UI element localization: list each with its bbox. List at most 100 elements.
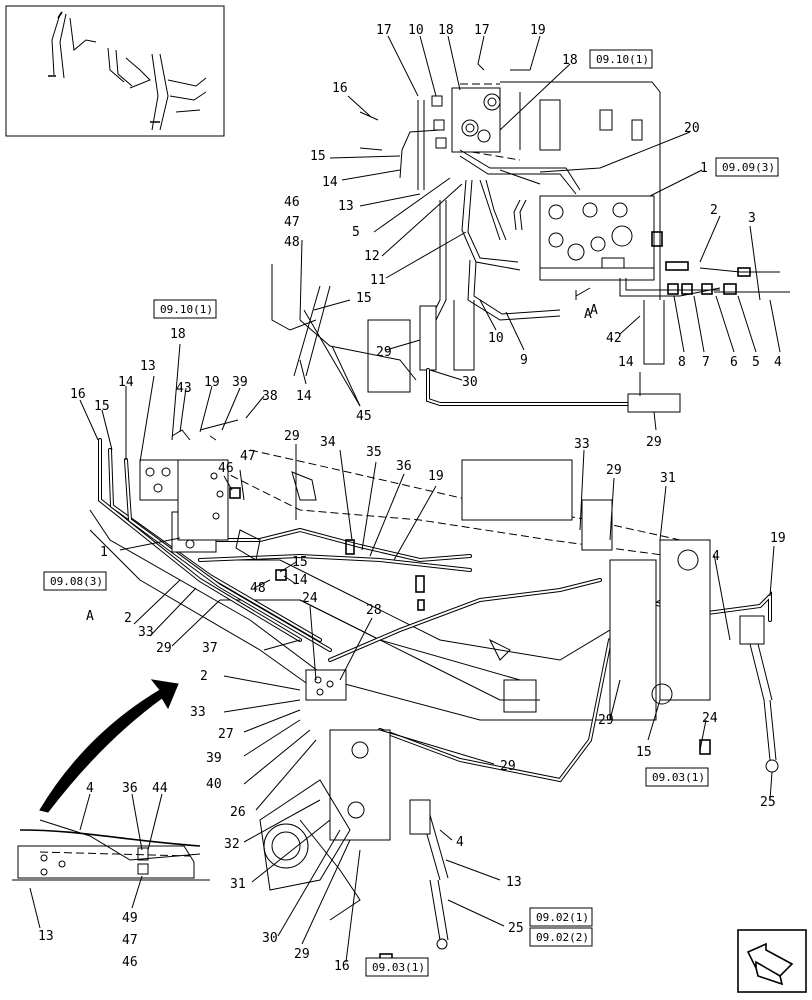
direction-arrow-icon xyxy=(39,679,179,813)
callout: 46 xyxy=(218,461,234,476)
callout: A xyxy=(86,609,94,624)
callout: 15 xyxy=(310,149,326,164)
callout: 20 xyxy=(684,121,700,136)
callout: 14 xyxy=(296,389,312,404)
callout: 15 xyxy=(292,555,308,570)
callout: 14 xyxy=(322,175,338,190)
callout: 19 xyxy=(530,23,546,38)
callout: 39 xyxy=(206,751,222,766)
callout: 40 xyxy=(206,777,222,792)
callout: 15 xyxy=(94,399,110,414)
callout: 34 xyxy=(320,435,336,450)
callout-labels: 17 10 18 17 19 18 16 20 15 1 14 13 5 2 3… xyxy=(38,23,786,974)
callout: 49 xyxy=(122,911,138,926)
hose-assembly-thumbnail-icon xyxy=(5,5,225,137)
callout: 14 xyxy=(118,375,134,390)
callout: 3 xyxy=(748,211,756,226)
svg-text:09.10(1): 09.10(1) xyxy=(160,303,213,316)
callout: 27 xyxy=(218,727,234,742)
reference-boxes: 09.10(1) 09.09(3) 09.10(1) 09.08(3) 09.0… xyxy=(43,49,779,977)
callout: 33 xyxy=(190,705,206,720)
callout: 2 xyxy=(200,669,208,684)
callout: 15 xyxy=(636,745,652,760)
callout: 29 xyxy=(156,641,172,656)
callout: 47 xyxy=(240,449,256,464)
callout: 17 xyxy=(376,23,392,38)
svg-text:09.09(3): 09.09(3) xyxy=(722,161,775,174)
callout: 16 xyxy=(70,387,86,402)
svg-text:09.10(1): 09.10(1) xyxy=(596,53,649,66)
callout: 25 xyxy=(760,795,776,810)
callout: 32 xyxy=(224,837,240,852)
callout: 30 xyxy=(262,931,278,946)
callout: 4 xyxy=(456,835,464,850)
callout: 44 xyxy=(152,781,168,796)
callout: 18 xyxy=(438,23,454,38)
callout: 10 xyxy=(408,23,424,38)
callout: 29 xyxy=(646,435,662,450)
callout: 33 xyxy=(574,437,590,452)
main-assembly xyxy=(89,419,779,969)
callout: 24 xyxy=(702,711,718,726)
callout: 15 xyxy=(356,291,372,306)
callout: 19 xyxy=(428,469,444,484)
callout: 30 xyxy=(462,375,478,390)
callout: 35 xyxy=(366,445,382,460)
ref-box[interactable]: 09.02(1) xyxy=(529,907,593,927)
callout: 33 xyxy=(138,625,154,640)
callout: 26 xyxy=(230,805,246,820)
callout: 18 xyxy=(562,53,578,68)
callout: 13 xyxy=(338,199,354,214)
ref-box[interactable]: 09.03(1) xyxy=(365,957,429,977)
callout: 43 xyxy=(176,381,192,396)
ref-box[interactable]: 09.02(2) xyxy=(529,927,593,947)
callout: 47 xyxy=(284,215,300,230)
callout: 12 xyxy=(364,249,380,264)
callout: 46 xyxy=(122,955,138,970)
callout: 10 xyxy=(488,331,504,346)
svg-text:09.03(1): 09.03(1) xyxy=(652,771,705,784)
callout: 1 xyxy=(100,545,108,560)
callout: 13 xyxy=(506,875,522,890)
ref-box[interactable]: 09.08(3) xyxy=(43,571,107,591)
callout: 29 xyxy=(500,759,516,774)
callout: 24 xyxy=(302,591,318,606)
callout: 8 xyxy=(678,355,686,370)
callout: 46 xyxy=(284,195,300,210)
callout: 29 xyxy=(284,429,300,444)
callout: 29 xyxy=(376,345,392,360)
callout: 29 xyxy=(294,947,310,962)
callout: 9 xyxy=(520,353,528,368)
callout: 48 xyxy=(250,581,266,596)
callout: 13 xyxy=(38,929,54,944)
callout: 4 xyxy=(774,355,782,370)
next-page-arrow-icon[interactable] xyxy=(737,929,807,993)
ref-box[interactable]: 09.10(1) xyxy=(589,49,653,69)
ref-box[interactable]: 09.03(1) xyxy=(645,767,709,787)
callout: 2 xyxy=(124,611,132,626)
callout: 29 xyxy=(598,713,614,728)
callout: 19 xyxy=(204,375,220,390)
svg-text:09.03(1): 09.03(1) xyxy=(372,961,425,974)
callout: 4 xyxy=(86,781,94,796)
callout: 47 xyxy=(122,933,138,948)
callout: 17 xyxy=(474,23,490,38)
callout: 37 xyxy=(202,641,218,656)
callout: 13 xyxy=(140,359,156,374)
svg-text:09.02(1): 09.02(1) xyxy=(536,911,589,924)
callout: 36 xyxy=(122,781,138,796)
callout: 19 xyxy=(770,531,786,546)
ref-box[interactable]: 09.10(1) xyxy=(153,299,217,319)
callout: A xyxy=(584,307,592,322)
ref-box[interactable]: 09.09(3) xyxy=(715,157,779,177)
callout: 2 xyxy=(710,203,718,218)
callout: 11 xyxy=(370,273,386,288)
callout: 45 xyxy=(356,409,372,424)
svg-text:09.08(3): 09.08(3) xyxy=(50,575,103,588)
inset-detail xyxy=(12,819,210,881)
callout: 1 xyxy=(700,161,708,176)
callout: 5 xyxy=(752,355,760,370)
callout: 4 xyxy=(712,549,720,564)
valve-detail xyxy=(271,81,790,413)
